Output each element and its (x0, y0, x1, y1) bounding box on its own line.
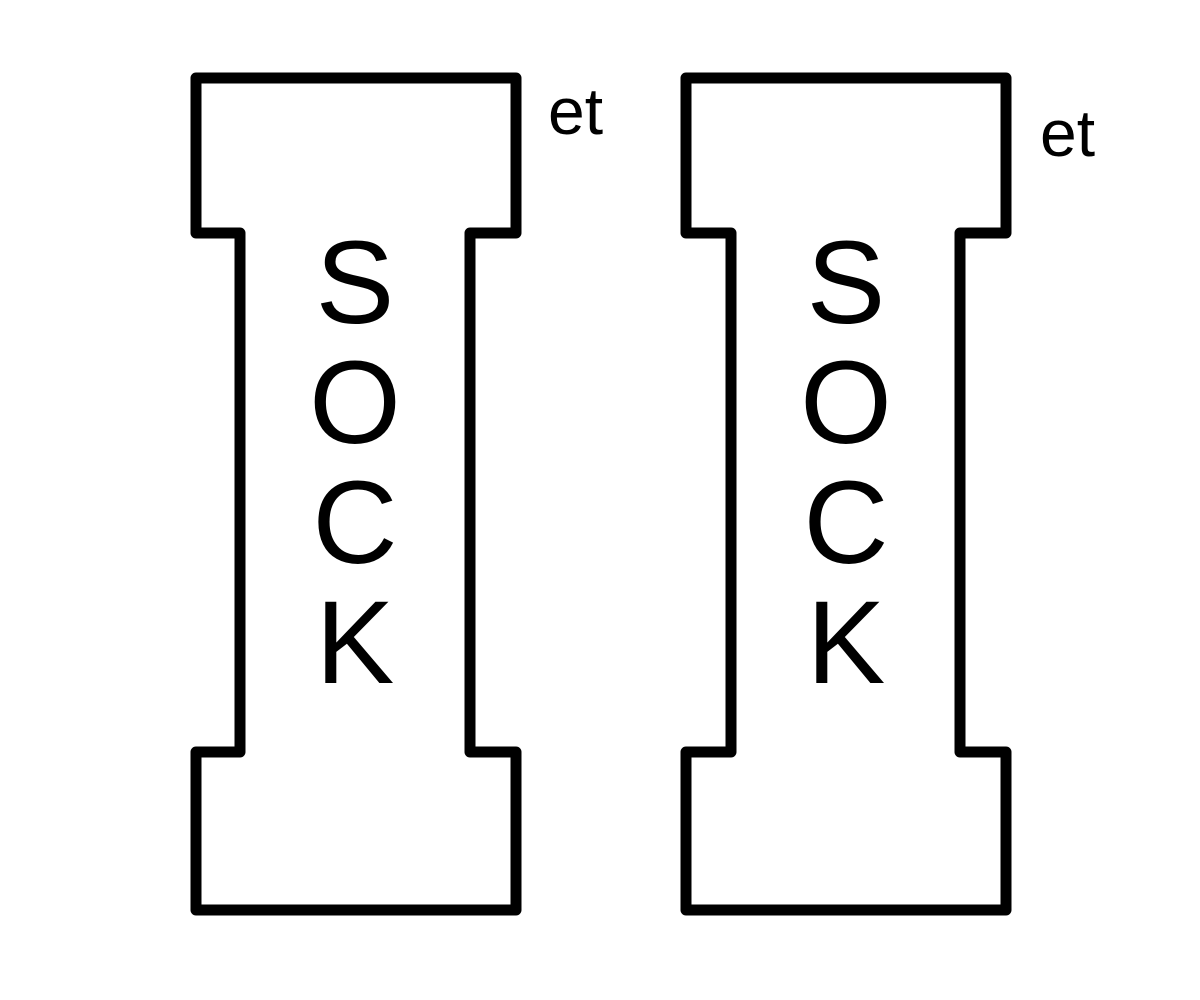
letter-o-right: O (800, 337, 892, 469)
panel-left: S O C K et (190, 72, 603, 916)
letter-s-right: S (807, 217, 886, 349)
superscript-et-right: et (1040, 96, 1095, 170)
letter-c-right: C (803, 457, 888, 589)
i-beam-outline-right (680, 72, 1012, 916)
letter-c-left: C (312, 457, 397, 589)
superscript-et-left: et (548, 74, 603, 148)
panel-right: S O C K et (680, 72, 1095, 916)
letter-s-left: S (316, 217, 395, 349)
letter-o-left: O (309, 337, 401, 469)
letter-k-left: K (316, 577, 395, 709)
letter-k-right: K (807, 577, 886, 709)
i-beam-outline-left (190, 72, 522, 916)
